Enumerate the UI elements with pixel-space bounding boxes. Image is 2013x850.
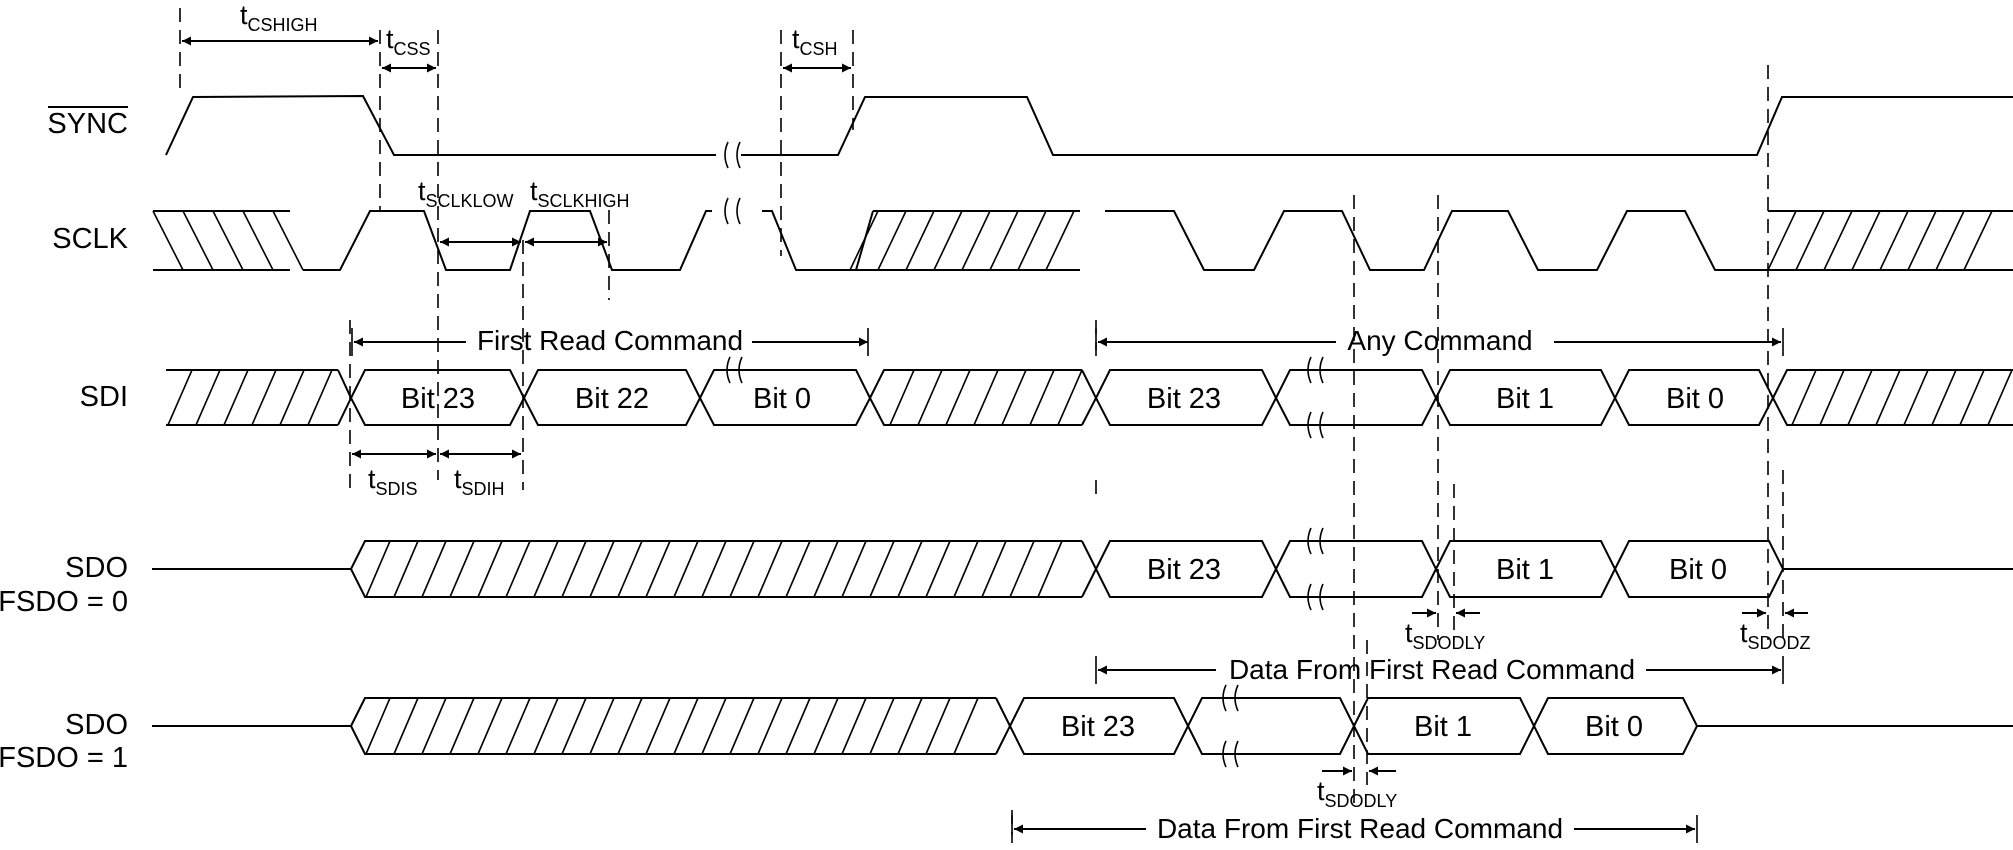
timing-labels: tCSHIGH tCSS tCSH tSCLKLOW tSCLKHIGH tSD… xyxy=(240,0,1811,811)
t-sdodz-label: tSDODZ xyxy=(1740,618,1811,653)
sdi-bit1-label: Bit 1 xyxy=(1496,383,1554,415)
sdo0-break-marks xyxy=(1307,527,1324,611)
t-sclkhigh-label: tSCLKHIGH xyxy=(530,176,630,211)
sdi-bit22-label: Bit 22 xyxy=(575,383,649,415)
reference-lines xyxy=(179,8,1784,835)
sdi-any-bit23-label: Bit 23 xyxy=(1147,383,1221,415)
sdo-fsdo0-waveform xyxy=(152,527,2013,611)
t-sclklow-label: tSCLKLOW xyxy=(418,176,514,211)
sdi-any-bit0-label: Bit 0 xyxy=(1666,383,1724,415)
sdo0-bit23-label: Bit 23 xyxy=(1147,554,1221,586)
sdi-label: SDI xyxy=(80,381,128,413)
sdo1-bit0-label: Bit 0 xyxy=(1585,711,1643,743)
sdo-fsdo0-name: SDO xyxy=(65,552,128,584)
sdo-fsdo1-condition: FSDO = 1 xyxy=(0,742,128,774)
sync-waveform xyxy=(165,94,2013,169)
sdo-fsdo0-condition: FSDO = 0 xyxy=(0,586,128,618)
sdo-fsdo1-waveform xyxy=(152,684,2013,768)
sdo-fsdo1-name: SDO xyxy=(65,709,128,741)
first-read-command-label: First Read Command xyxy=(477,325,743,356)
timing-arrows xyxy=(182,36,1808,776)
t-sdih-label: tSDIH xyxy=(454,464,505,499)
data-from-first-read-sdo0-label: Data From First Read Command xyxy=(1229,654,1635,685)
t-sdodly-sdo1-label: tSDODLY xyxy=(1317,776,1397,811)
sdi-break-marks xyxy=(726,356,1324,439)
sdi-bit0-label: Bit 0 xyxy=(753,383,811,415)
sdo1-bit1-label: Bit 1 xyxy=(1414,711,1472,743)
t-csh-label: tCSH xyxy=(792,24,838,59)
sync-label: SYNC xyxy=(47,108,128,140)
sclk-break-mark xyxy=(724,197,741,225)
command-spans: First Read Command Any Command Data From… xyxy=(351,325,1784,844)
signal-labels: SYNC SCLK SDI SDO FSDO = 0 SDO FSDO = 1 xyxy=(0,106,129,774)
sdo1-bit23-label: Bit 23 xyxy=(1061,711,1135,743)
t-sdis-label: tSDIS xyxy=(368,464,418,499)
bit-labels: Bit 23 Bit 22 Bit 0 Bit 23 Bit 1 Bit 0 B… xyxy=(401,383,1727,743)
t-css-label: tCSS xyxy=(386,24,431,59)
t-cshigh-label: tCSHIGH xyxy=(240,0,318,35)
sdi-waveform xyxy=(166,356,2013,439)
sdo0-bit1-label: Bit 1 xyxy=(1496,554,1554,586)
any-command-label: Any Command xyxy=(1347,325,1532,356)
sdo0-bit0-label: Bit 0 xyxy=(1669,554,1727,586)
sdo1-break-marks xyxy=(1222,684,1239,768)
t-sdodly-sdo0-label: tSDODLY xyxy=(1405,618,1485,653)
sync-break-mark xyxy=(724,141,741,169)
data-from-first-read-sdo1-label: Data From First Read Command xyxy=(1157,813,1563,844)
sclk-label: SCLK xyxy=(52,223,128,255)
